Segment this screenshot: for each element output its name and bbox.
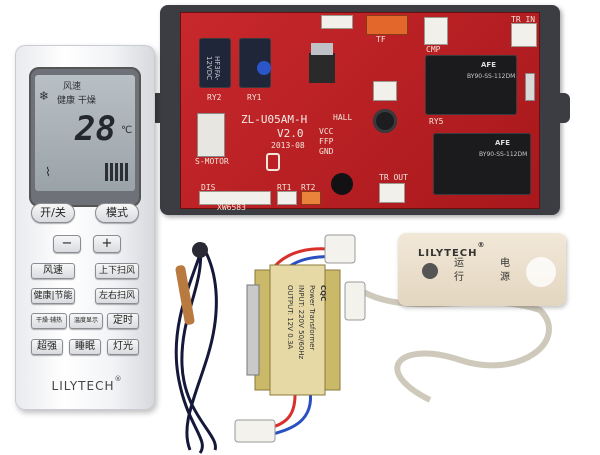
transformer-line2: INPUT: 220V 50/60Hz	[297, 285, 305, 360]
ir-receiver-window	[526, 257, 556, 287]
tr-in-connector	[511, 23, 537, 47]
mode-button[interactable]: 模式	[95, 203, 139, 223]
snowflake-icon: ❄	[39, 89, 50, 103]
dis-connector	[199, 191, 271, 205]
pg-connector	[321, 15, 353, 29]
gnd-label: GND	[319, 147, 334, 156]
fuse	[525, 73, 535, 101]
xw-label: XW6583	[217, 203, 246, 212]
power-label: 电 源	[500, 258, 510, 283]
board-model: ZL-U05AM-H	[241, 113, 308, 126]
regulator-tab	[311, 43, 333, 55]
lcd-unit: ℃	[121, 125, 133, 136]
temp-display-button[interactable]: 温度显示	[69, 313, 103, 329]
ffp-label: FFP	[319, 137, 334, 146]
dis-label: DIS	[201, 183, 216, 192]
hall-connector	[373, 81, 397, 101]
voltage-regulator	[309, 53, 335, 83]
control-board-pcb: TF CMP TR IN HF3FA-12VDC RY2 RY1 AFE BY9…	[180, 12, 540, 212]
logo-mark	[266, 153, 280, 171]
display-brand: LILYTECH®	[418, 241, 486, 259]
health-energy-button[interactable]: 健康|节能	[31, 288, 75, 304]
lcd-frame: 风速 ❄ 健康 干燥 28 ℃ ⌇	[29, 67, 141, 207]
blue-trimmer	[257, 61, 271, 75]
s-motor-header	[197, 113, 225, 157]
tr-out-label: TR OUT	[379, 173, 408, 182]
tr-in-label: TR IN	[511, 15, 536, 24]
dry-aux-button[interactable]: 干燥·辅热	[31, 313, 67, 329]
lcd-screen: 风速 ❄ 健康 干燥 28 ℃ ⌇	[35, 75, 135, 191]
display-receiver-module: LILYTECH® 运 行 电 源	[398, 233, 566, 306]
electrolytic-capacitor	[373, 109, 397, 133]
vcc-label: VCC	[319, 127, 334, 136]
transformer-connector-top	[324, 234, 356, 264]
cmp-label: CMP	[426, 45, 441, 54]
power-button[interactable]: 开/关	[31, 203, 75, 223]
display-connector	[344, 281, 366, 321]
light-button[interactable]: 灯光	[107, 339, 139, 355]
temp-down-button[interactable]: −	[53, 235, 81, 253]
tr-out-connector	[379, 183, 405, 203]
remote-control: 风速 ❄ 健康 干燥 28 ℃ ⌇ 开/关 模式 − + 风速 上下扫风 健康|…	[15, 45, 155, 410]
board-version: V2.0	[277, 127, 304, 140]
lcd-temperature: 28	[75, 109, 116, 149]
transformer-coil	[269, 264, 326, 396]
remote-brand: LILYTECH®	[51, 375, 123, 393]
ry1-label: RY1	[247, 93, 262, 102]
run-led	[422, 263, 438, 279]
lcd-bargraph	[105, 163, 129, 181]
turbo-button[interactable]: 超强	[31, 339, 63, 355]
mount-ear-right	[552, 93, 570, 123]
ry2-label: RY2	[207, 93, 222, 102]
smotor-label: S-MOTOR	[195, 157, 229, 166]
lcd-fan-label: 风速	[63, 82, 82, 92]
cmp-connector	[424, 17, 448, 45]
rt1-connector	[277, 191, 297, 205]
transformer-bracket	[246, 284, 260, 376]
timer-button[interactable]: 定时	[107, 313, 139, 329]
probe-cable	[174, 242, 218, 454]
transformer-line3: OUTPUT: 12V 0.3A	[286, 285, 294, 350]
tf-connector	[366, 15, 408, 35]
transformer-line1: Power Transformer	[308, 285, 316, 351]
display-cable	[344, 281, 552, 403]
lcd-mode-label: 健康 干燥	[57, 96, 96, 106]
temperature-probe	[174, 242, 218, 454]
rt2-connector	[301, 191, 321, 205]
transformer-brand: CQC	[319, 285, 327, 302]
relay-ry2: HF3FA-12VDC	[199, 38, 231, 88]
rt1-label: RT1	[277, 183, 292, 192]
fan-speed-button[interactable]: 风速	[31, 263, 75, 279]
transformer-label: CQC Power Transformer INPUT: 220V 50/60H…	[268, 285, 328, 385]
swing-ud-button[interactable]: 上下扫风	[95, 263, 139, 279]
swing-lr-button[interactable]: 左右扫风	[95, 288, 139, 304]
rt2-label: RT2	[301, 183, 316, 192]
signal-icon: ⌇	[45, 165, 51, 179]
ribbon-wire	[358, 287, 552, 403]
ry5-label: RY5	[429, 117, 444, 126]
buzzer	[331, 173, 353, 195]
hall-label: HALL	[333, 113, 353, 122]
relay-ry4: AFE BY90-SS-112DM	[433, 133, 531, 195]
transformer-connector-bottom	[234, 419, 276, 443]
sleep-button[interactable]: 睡眠	[69, 339, 101, 355]
temp-up-button[interactable]: +	[93, 235, 121, 253]
probe-sensor	[175, 265, 195, 325]
transformer-wiring	[234, 234, 356, 443]
run-label: 运 行	[454, 258, 464, 283]
board-date: 2013-08	[271, 141, 305, 150]
tf-label: TF	[376, 35, 386, 44]
relay-ry3: AFE BY90-SS-112DM	[425, 55, 517, 115]
probe-clip	[192, 242, 208, 258]
